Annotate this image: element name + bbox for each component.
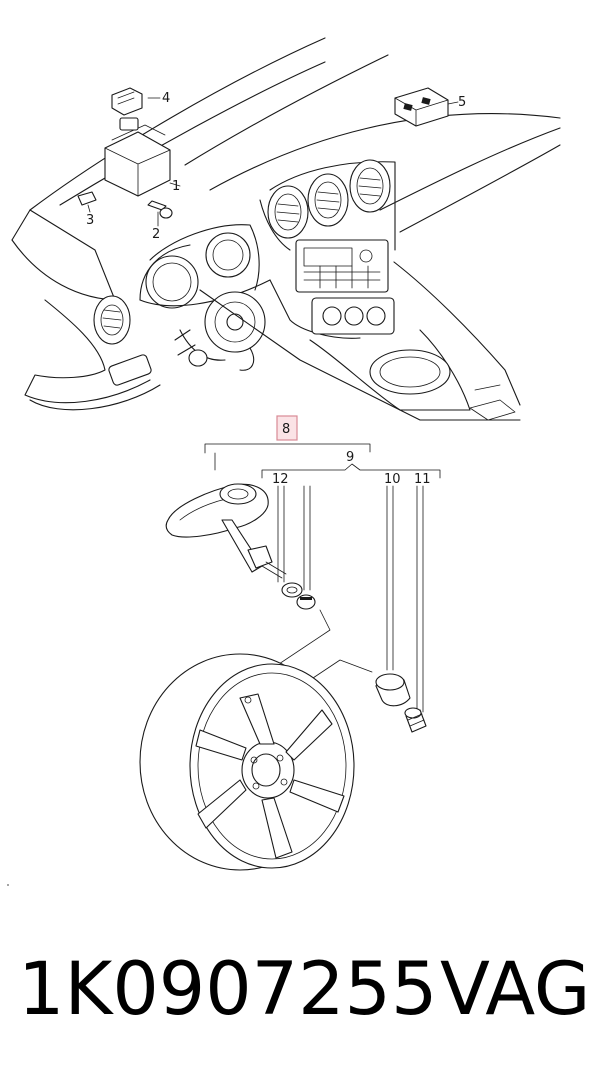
- callout-3: 3: [86, 213, 94, 228]
- tpms-sensor-group: [165, 415, 441, 733]
- callout-8: 8: [282, 422, 290, 437]
- callout-10: 10: [384, 472, 401, 487]
- wheel-illustration: [139, 653, 355, 871]
- callout-5: 5: [458, 95, 466, 110]
- callout-2: 2: [152, 227, 160, 242]
- brand-name: VAG: [440, 947, 591, 1032]
- callout-12: 12: [272, 472, 289, 487]
- caption: 1K0907255 VAG: [0, 935, 600, 1045]
- part-number: 1K0907255: [18, 947, 438, 1032]
- dashboard-illustration: [11, 37, 561, 421]
- callout-11: 11: [414, 472, 431, 487]
- callout-1: 1: [172, 179, 180, 194]
- callout-9: 9: [346, 450, 354, 465]
- callout-8-box: [276, 415, 298, 441]
- callout-4: 4: [162, 91, 170, 106]
